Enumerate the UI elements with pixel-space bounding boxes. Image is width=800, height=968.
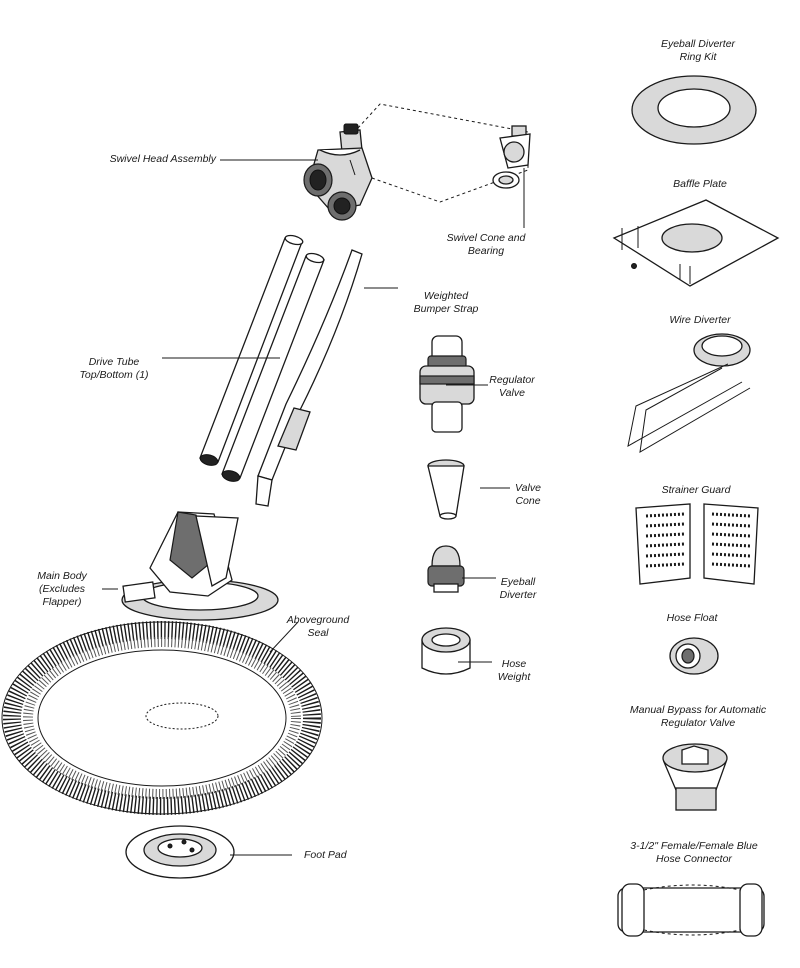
valve-cone-label: Valve Cone [515,482,541,507]
baffle-plate-label: Baffle Plate [673,178,727,190]
valve-cone-illustration [427,459,465,520]
main-body-illustration [121,511,279,621]
strainer-guard-illustration [635,503,759,585]
foot-pad-illustration [125,825,235,879]
wire-diverter-illustration [627,333,751,453]
baffle-plate-illustration [612,199,780,287]
swivel-head-assembly-illustration [303,123,373,221]
wire-diverter-label: Wire Diverter [669,314,731,326]
strainer-guard-label: Strainer Guard [661,484,731,496]
hose-float-illustration [669,637,719,675]
main-body-label: Main Body (Excludes Flapper) [37,570,87,608]
bumper-strap-illustration [255,249,363,507]
swivel-cone-label: Swivel Cone and Bearing [446,232,526,257]
ring-kit-illustration [631,75,757,145]
hose-connector-illustration [617,883,765,937]
hose-float-label: Hose Float [666,612,718,624]
hose-weight-label: Hose Weight [497,658,531,683]
manual-bypass-label: Manual Bypass for Automatic Regulator Va… [629,704,767,729]
hose-connector-label: 3-1/2" Female/Female Blue Hose Connector [630,840,758,865]
swivel-head-label: Swivel Head Assembly [109,153,216,165]
hose-weight-illustration [421,627,471,675]
swivel-cone-illustration [492,125,531,189]
manual-bypass-illustration [662,743,728,811]
regulator-valve-illustration [419,335,475,433]
ring-kit-label: Eyeball Diverter Ring Kit [660,38,736,63]
eyeball-diverter-illustration [427,545,465,593]
drive-tube-illustration [199,234,325,482]
aboveground-seal-leader [269,621,299,653]
regulator-valve-label: Regulator Valve [489,374,535,399]
drive-tube-label: Drive Tube Top/Bottom (1) [79,356,149,381]
foot-pad-label: Foot Pad [304,849,347,861]
weighted-bumper-strap-label: Weighted Bumper Strap [413,290,479,315]
eyeball-diverter-label: Eyeball Diverter [499,576,537,601]
aboveground-seal-illustration [1,621,323,815]
aboveground-seal-label: Aboveground Seal [286,614,350,639]
swivel-dashed-connection [357,103,529,203]
